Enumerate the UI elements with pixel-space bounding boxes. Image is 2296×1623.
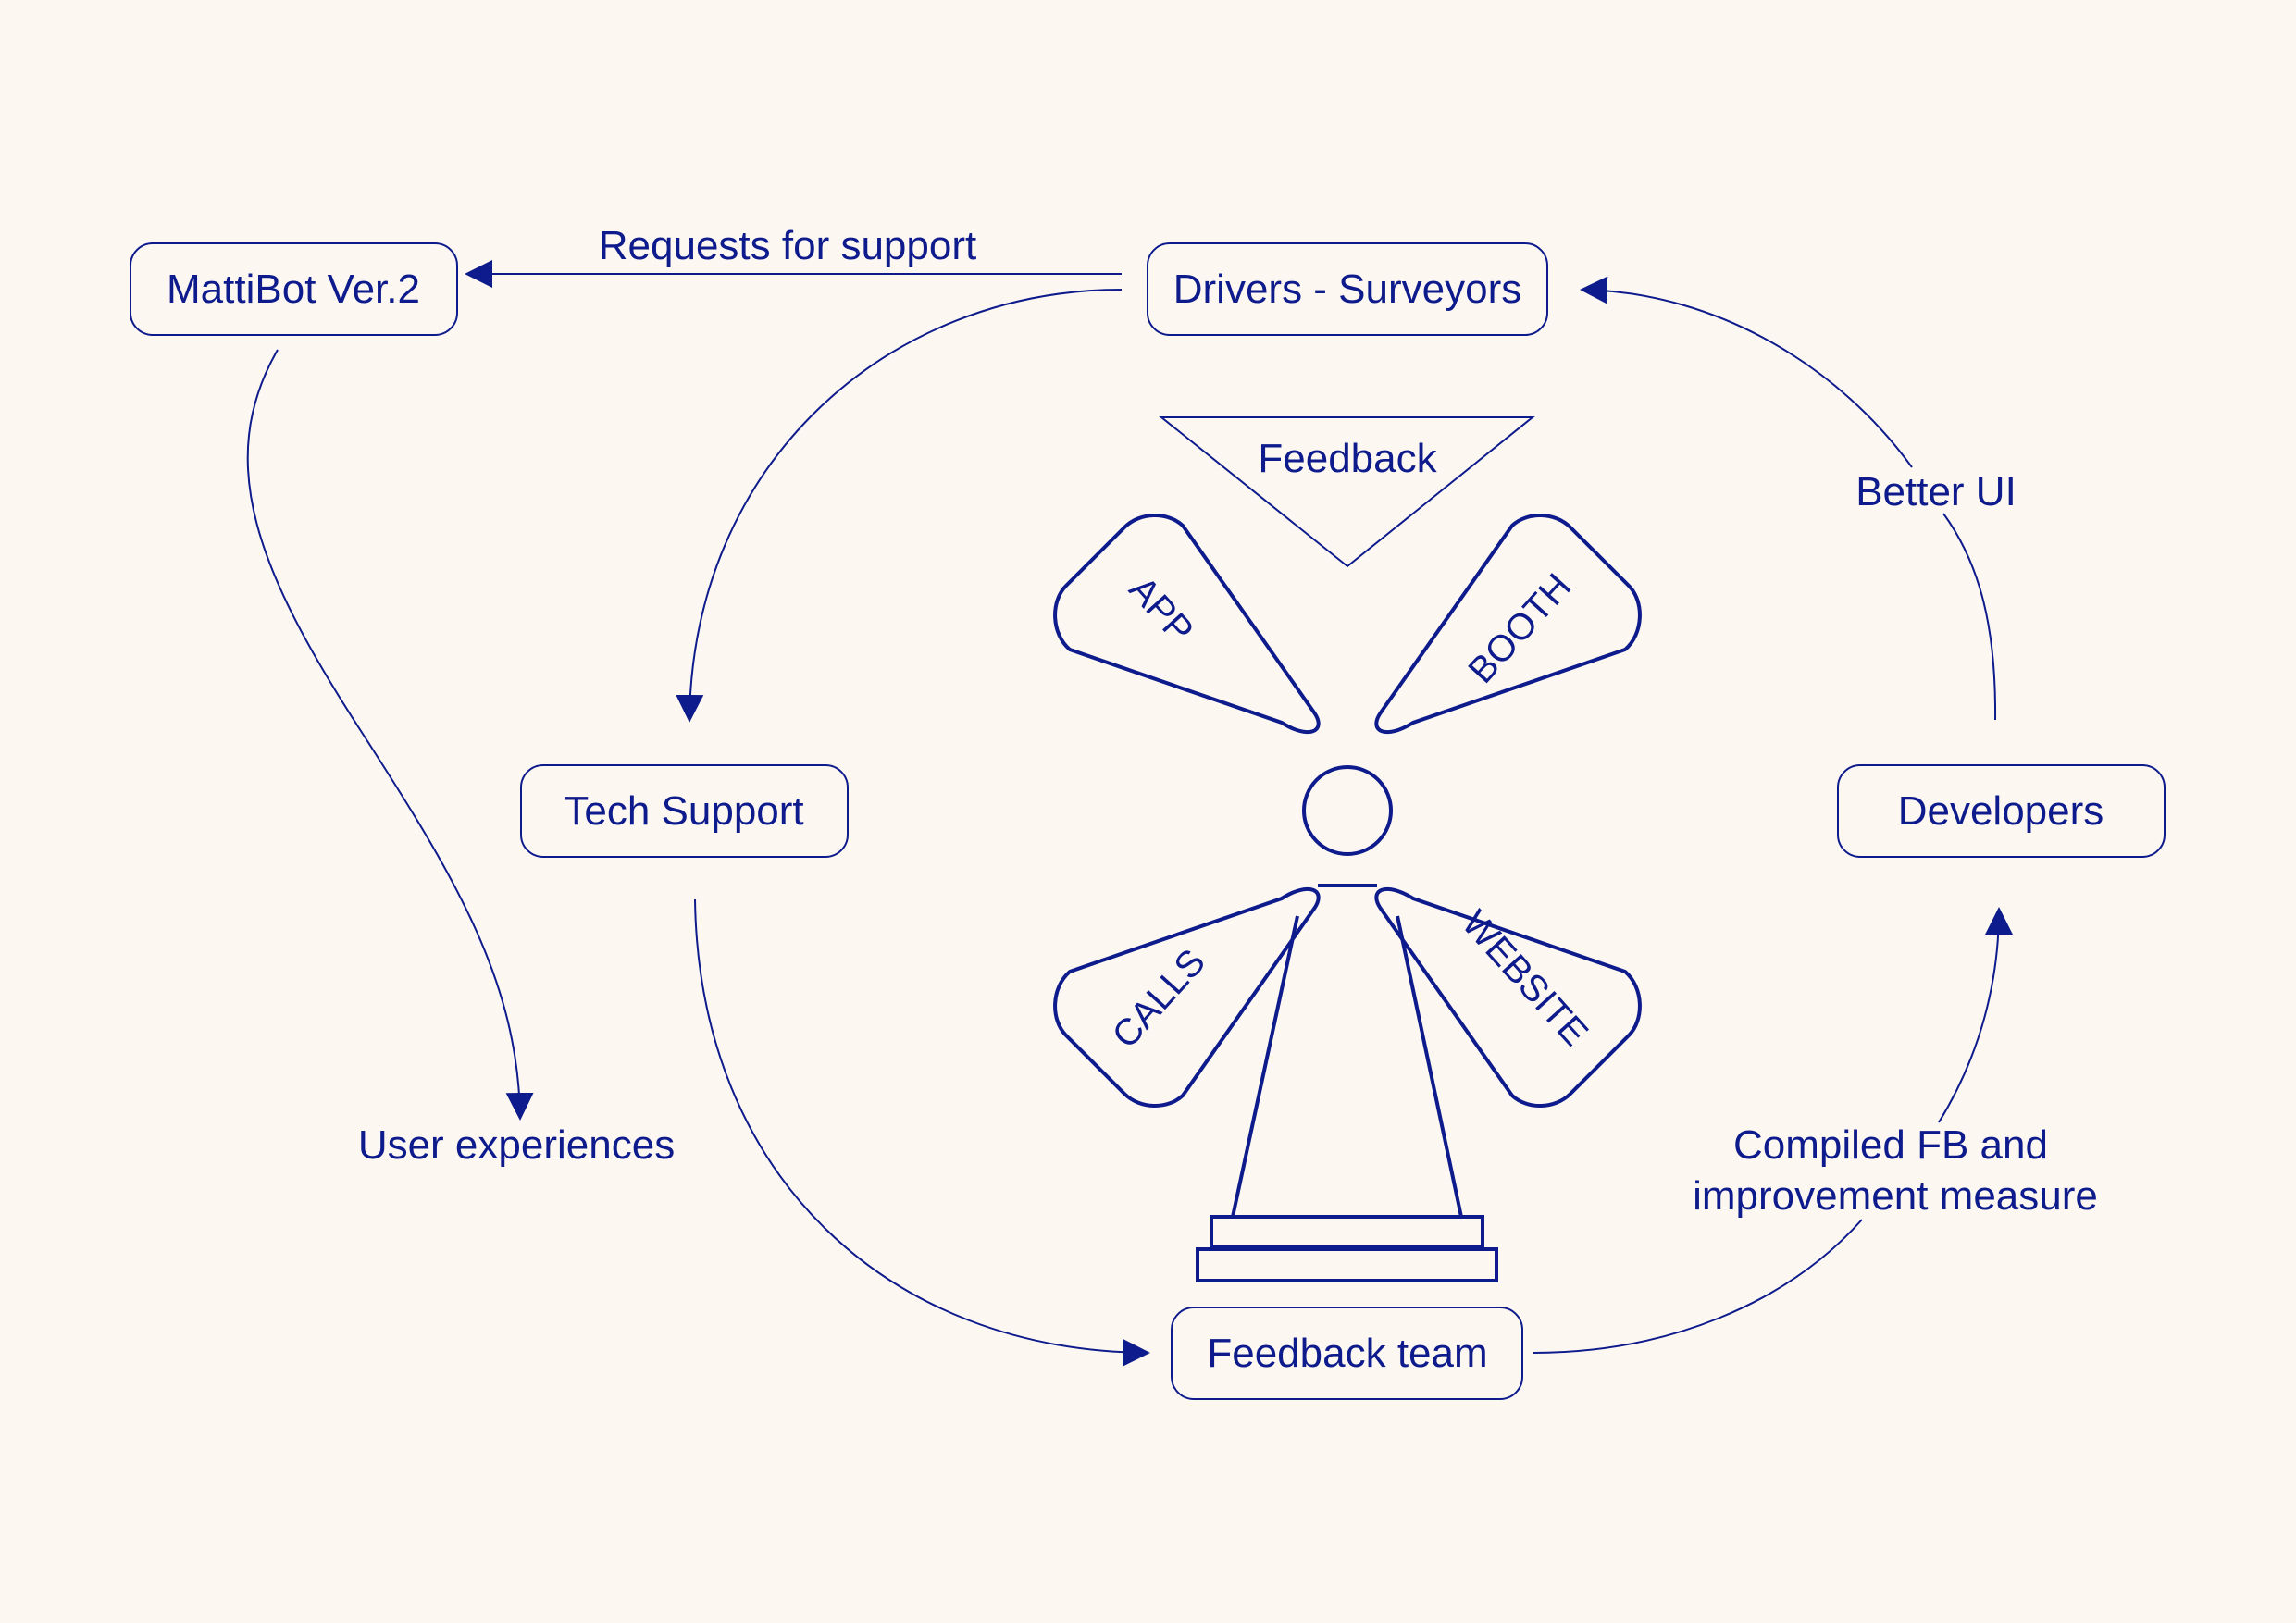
edge-tech-support-to-feedback-team: [694, 898, 1150, 1367]
blade-booth: BOOTH: [1374, 514, 1642, 735]
blade-website-label: WEBSITE: [1454, 903, 1595, 1054]
edge-developers-to-drivers: Better UI: [1580, 276, 2017, 721]
blade-calls-label: CALLS: [1105, 941, 1214, 1056]
edge-user-experiences-label: User experiences: [358, 1122, 675, 1168]
node-mattibot-label: MattiBot Ver.2: [167, 266, 420, 312]
edge-requests-for-support: Requests for support: [465, 223, 1122, 288]
windmill-tower: [1196, 884, 1498, 1282]
edge-better-ui-label: Better UI: [1855, 469, 2017, 514]
edge-mattibot-user-experiences: User experiences: [246, 349, 675, 1168]
windmill-illustration: Feedback APP BOOTH CALLS WEBSITE: [1053, 416, 1642, 1282]
node-developers: Developers: [1837, 764, 2166, 858]
edge-feedback-team-to-developers: Compiled FB and improvement measure: [1533, 907, 2098, 1354]
node-feedback-team-label: Feedback team: [1207, 1331, 1487, 1376]
node-drivers-surveyors: Drivers - Surveyors: [1147, 242, 1548, 336]
node-mattibot: MattiBot Ver.2: [130, 242, 458, 336]
blade-app: APP: [1053, 514, 1321, 735]
edge-requests-for-support-label: Requests for support: [599, 223, 976, 268]
blade-app-label: APP: [1122, 569, 1201, 651]
node-developers-label: Developers: [1898, 788, 2104, 834]
node-drivers-surveyors-label: Drivers - Surveyors: [1173, 266, 1522, 312]
node-tech-support-label: Tech Support: [564, 788, 803, 834]
windmill-hub: [1302, 765, 1393, 856]
edge-compiled-label-line2: improvement measure: [1693, 1173, 2098, 1219]
feedback-funnel-label: Feedback: [1258, 436, 1437, 481]
node-tech-support: Tech Support: [520, 764, 849, 858]
edge-compiled-label-line1: Compiled FB and: [1733, 1122, 2048, 1168]
edge-drivers-to-tech-support: [676, 289, 1123, 723]
node-feedback-team: Feedback team: [1171, 1307, 1523, 1400]
feedback-funnel: Feedback: [1159, 416, 1535, 568]
